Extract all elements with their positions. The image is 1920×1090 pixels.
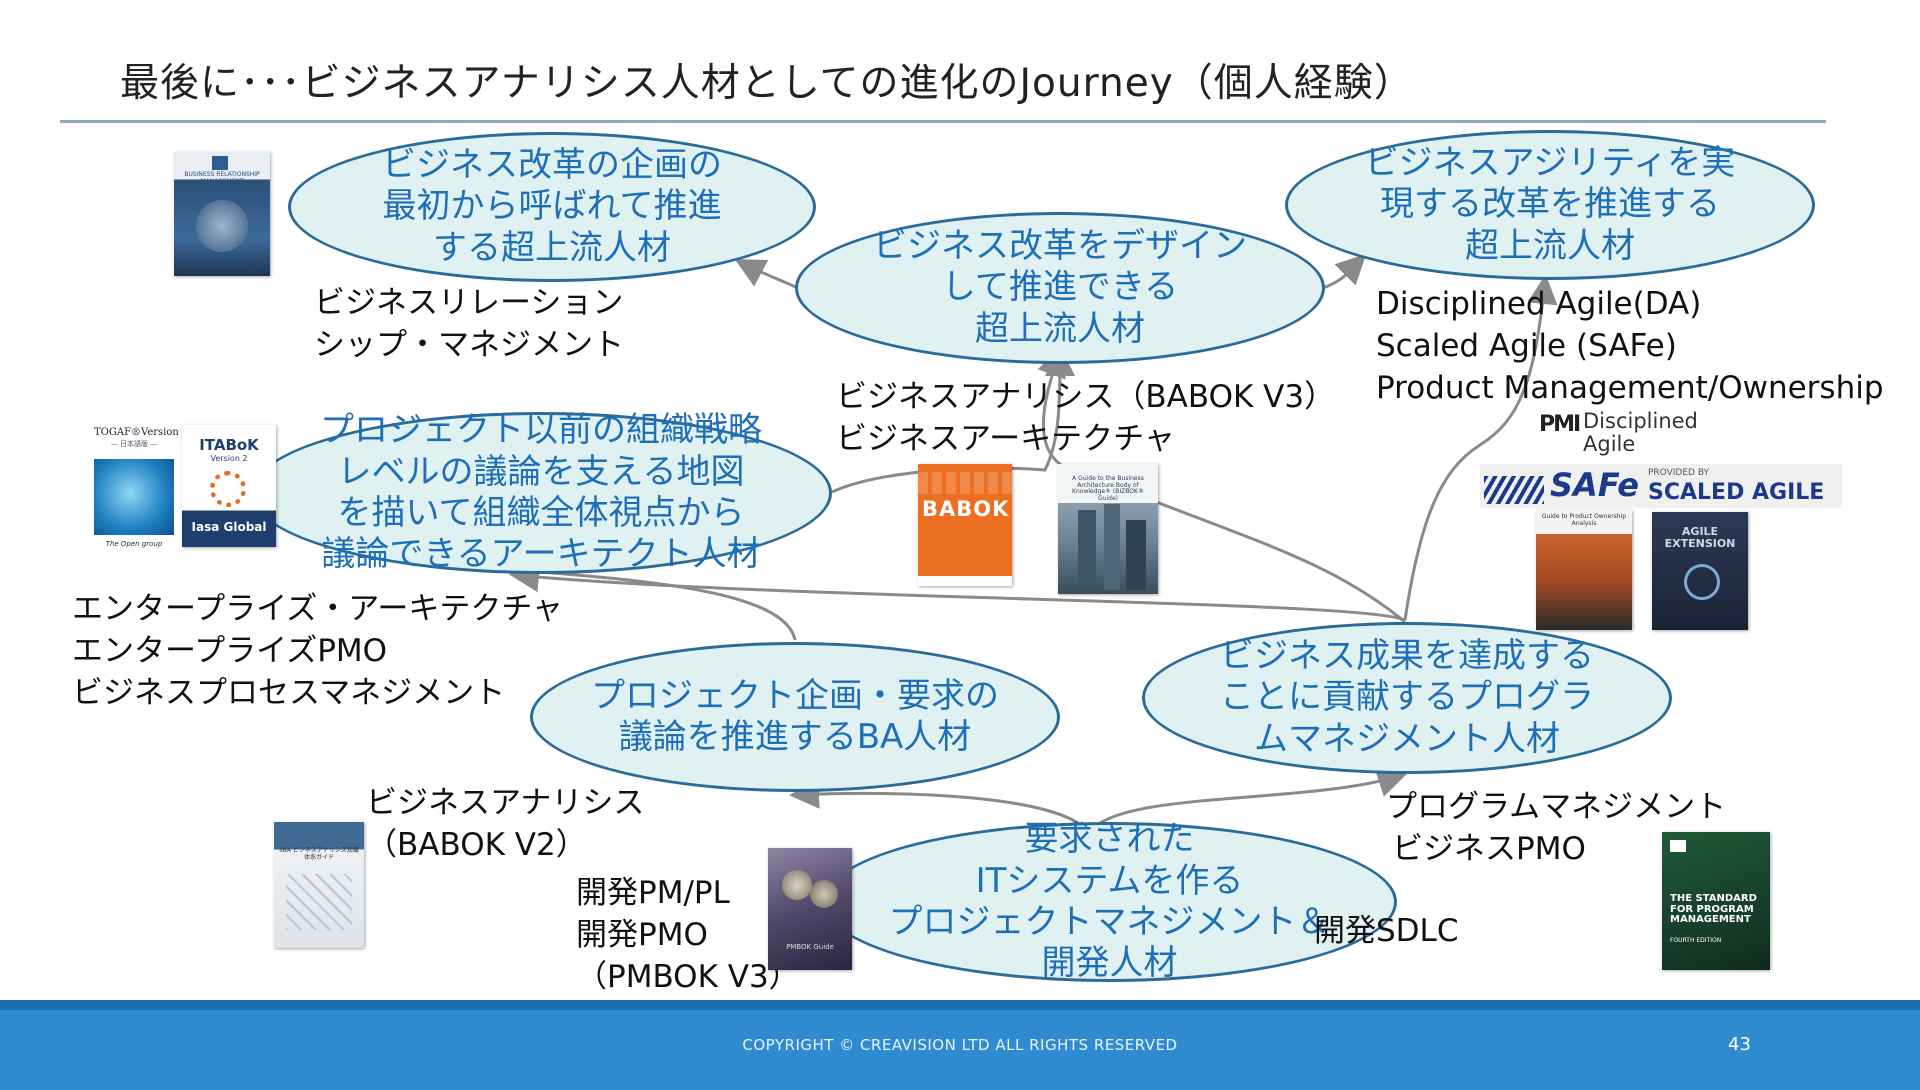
iasa-global: Iasa Global (191, 520, 267, 534)
label-agile: Disciplined Agile(DA) Scaled Agile (SAFe… (1376, 283, 1884, 409)
disciplined-agile-logo: PMI Disciplined Agile (1537, 408, 1709, 462)
label-brm-line2: シップ・マネジメント (314, 327, 624, 364)
label-babok-v3-line2: ビジネスアーキテクチャ (836, 421, 1175, 458)
label-agile-safe: Scaled Agile (SAFe) (1376, 328, 1677, 365)
label-pmbok-v3: （PMBOK V3） (576, 959, 800, 996)
arrow-mid-left-to-top-center (831, 346, 1075, 494)
label-brm-line1: ビジネスリレーション (314, 285, 624, 321)
togaf-book-cover: TOGAF®Version9.1 — 日本語版 — The Open group (90, 425, 178, 557)
babok-v2-book-cover: IIBA ビジネスアナリシス知識体系ガイド (274, 822, 364, 948)
label-bpm: ビジネスプロセスマネジメント (72, 675, 506, 712)
label-agile-da: Disciplined Agile(DA) (1376, 286, 1702, 322)
brm-book-title: BUSINESS RELATIONSHIP MANAGEMENT (184, 171, 260, 185)
node-mid-left-text: プロジェクト以前の組織戦略 レベルの議論を支える地図 を描いて組織全体視点から … (320, 410, 762, 575)
program-standard-edition: FOURTH EDITION (1670, 937, 1722, 944)
po-book-title: Guide to Product Ownership Analysis (1541, 513, 1627, 527)
label-babok-v2: ビジネスアナリシス （BABOK V2） (366, 782, 644, 866)
itabok-version: Version 2 (210, 454, 248, 463)
pmi-mark: PMI (1539, 412, 1581, 437)
title-divider (60, 120, 1826, 123)
footer-copyright: COPYRIGHT © CREAVISION LTD ALL RIGHTS RE… (742, 1036, 1178, 1054)
agile-extension-book-cover: AGILE EXTENSION (1652, 512, 1748, 630)
agile-ext-title: AGILE EXTENSION (1664, 525, 1736, 551)
label-dev-pmo: 開発PMO (576, 917, 708, 954)
togaf-book-subtitle: — 日本語版 — (110, 440, 158, 448)
node-program-text: ビジネス成果を達成する ことに貢献するプログラ ムマネジメント人材 (1220, 635, 1594, 759)
label-program-mgmt-line1: プログラムマネジメント (1386, 789, 1727, 825)
page-number: 43 (1728, 1034, 1751, 1055)
node-top-left: ビジネス改革の企画の 最初から呼ばれて推進 する超上流人材 (288, 132, 816, 282)
togaf-book-title: TOGAF®Version9.1 (94, 427, 178, 438)
label-dev-pm: 開発PM/PL 開発PMO （PMBOK V3） (576, 872, 800, 998)
brm-book-cover: BUSINESS RELATIONSHIP MANAGEMENT (174, 152, 270, 276)
node-top-center-text: ビジネス改革をデザイン して推進できる 超上流人材 (873, 225, 1247, 349)
safe-provided-by: PROVIDED BY (1648, 468, 1710, 478)
node-top-right-text: ビジネスアジリティを実 現する改革を推進する 超上流人材 (1364, 142, 1736, 266)
node-program: ビジネス成果を達成する ことに貢献するプログラ ムマネジメント人材 (1142, 622, 1672, 774)
label-program-mgmt: プログラムマネジメント ビジネスPMO (1386, 786, 1726, 870)
label-babok-v2-line2: （BABOK V2） (366, 827, 587, 864)
arrow-bottom-to-program (1088, 768, 1408, 833)
safe-text: SAFe (1550, 466, 1639, 504)
label-brm: ビジネスリレーション シップ・マネジメント (314, 282, 624, 366)
arrow-top-center-to-top-right (1322, 253, 1367, 290)
bizbok-book-title: A Guide to the Business Architecture Bod… (1072, 475, 1144, 502)
node-project-ba: プロジェクト企画・要求の 議論を推進するBA人材 (530, 642, 1060, 792)
label-dev-sdlc: 開発SDLC (1314, 913, 1459, 949)
node-mid-left: プロジェクト以前の組織戦略 レベルの議論を支える地図 を描いて組織全体視点から … (250, 410, 832, 575)
label-epmo: エンタープライズPMO (72, 633, 388, 670)
label-babok-v2-line1: ビジネスアナリシス (366, 785, 645, 821)
node-bottom: 要求された ITシステムを作る プロジェクトマネジメント＆ 開発人材 (822, 819, 1397, 984)
label-ea: エンタープライズ・アーキテクチャ (72, 591, 564, 627)
node-bottom-text: 要求された ITシステムを作る プロジェクトマネジメント＆ 開発人材 (888, 819, 1331, 984)
arrow-bottom-to-project-ba (789, 778, 1090, 833)
bizbok-book-cover: A Guide to the Business Architecture Bod… (1058, 464, 1158, 594)
disciplined-agile-text: Disciplined Agile (1583, 409, 1698, 457)
footer-bar (0, 1000, 1920, 1090)
safe-logo: SAFe PROVIDED BY SCALED AGILE (1480, 464, 1842, 508)
arrow-program-to-mid-left (509, 562, 1406, 622)
label-agile-product: Product Management/Ownership (1376, 370, 1884, 407)
pmbok-book-cover: PMBOK Guide (768, 848, 852, 970)
label-business-pmo: ビジネスPMO (1392, 831, 1586, 868)
label-babok-v3: ビジネスアナリシス（BABOK V3） ビジネスアーキテクチャ (836, 376, 1335, 460)
node-top-center: ビジネス改革をデザイン して推進できる 超上流人材 (795, 212, 1325, 364)
product-ownership-book-cover: Guide to Product Ownership Analysis (1536, 510, 1632, 630)
babok-book-title: BABOK (922, 497, 1010, 521)
node-top-right: ビジネスアジリティを実 現する改革を推進する 超上流人材 (1285, 130, 1815, 280)
node-project-ba-text: プロジェクト企画・要求の 議論を推進するBA人材 (591, 675, 999, 757)
node-top-left-text: ビジネス改革の企画の 最初から呼ばれて推進 する超上流人材 (382, 144, 722, 268)
babok-v2-title: IIBA ビジネスアナリシス知識体系ガイド (279, 847, 359, 861)
pmbok-title: PMBOK Guide (786, 943, 834, 951)
babok-book-cover: BABOK (918, 464, 1012, 586)
arrow-project-ba-to-mid-left (509, 556, 797, 641)
arrow-top-center-to-top-left (734, 259, 799, 290)
program-standard-book-cover: THE STANDARD FOR PROGRAM MANAGEMENT FOUR… (1662, 832, 1770, 970)
arrow-program-to-top-right (1403, 274, 1558, 621)
scaled-agile-text: SCALED AGILE (1648, 480, 1825, 505)
togaf-publisher: The Open group (105, 540, 163, 548)
program-standard-title: THE STANDARD FOR PROGRAM MANAGEMENT (1670, 893, 1757, 925)
label-enterprise: エンタープライズ・アーキテクチャ エンタープライズPMO ビジネスプロセスマネジ… (72, 588, 563, 714)
slide-title: 最後に･･･ビジネスアナリシス人材としての進化のJourney（個人経験） (120, 61, 1414, 106)
itabok-book-cover: ITABoK Version 2 Iasa Global (182, 425, 276, 547)
label-babok-v3-line1: ビジネスアナリシス（BABOK V3） (836, 379, 1336, 415)
label-dev-pmpl: 開発PM/PL (576, 875, 730, 911)
itabok-title: ITABoK (199, 436, 259, 454)
